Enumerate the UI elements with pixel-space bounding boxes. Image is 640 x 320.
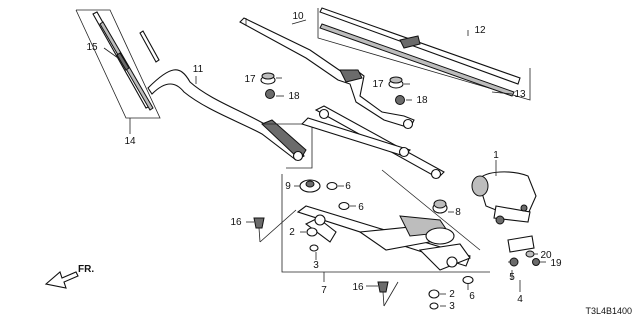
linkage-box <box>281 174 490 273</box>
wiper-blade-rubber-passenger <box>319 23 515 97</box>
callout-13: 13 <box>514 89 526 100</box>
callout-15: 15 <box>86 42 98 53</box>
wiper-blade-passenger <box>319 7 521 85</box>
callout-3-left: 3 <box>313 260 319 271</box>
front-direction-indicator: FR. <box>44 264 94 289</box>
collar-3-left <box>309 244 319 252</box>
front-arrow-icon <box>44 271 79 289</box>
collar-3-bottom <box>429 302 439 310</box>
wiper-arm-driver <box>147 69 307 162</box>
callout-6-mid: 6 <box>358 202 364 213</box>
blade-assembly-box-passenger <box>317 8 531 101</box>
front-label: FR. <box>78 264 94 275</box>
pivot-cap-17-left <box>260 72 276 85</box>
blade-end-piece <box>139 30 160 63</box>
grommet-6-lower <box>462 275 474 285</box>
callout-1: 1 <box>493 150 499 161</box>
wiper-arm-hinge-passenger <box>339 69 363 83</box>
callout-11: 11 <box>193 64 204 75</box>
callout-20: 20 <box>540 250 552 261</box>
callout-17-left: 17 <box>244 74 256 85</box>
link-rod-upper <box>300 105 445 180</box>
callout-18-right: 18 <box>416 95 428 106</box>
blade-clip-passenger <box>399 35 421 49</box>
callout-18-left: 18 <box>288 91 300 102</box>
blade-assembly-driver <box>75 9 161 119</box>
callout-7: 7 <box>321 285 327 296</box>
wiper-motor-1 <box>471 171 537 225</box>
callout-2-left: 2 <box>289 227 295 238</box>
callout-labels: 1 2 2 3 3 4 5 6 6 6 7 8 9 10 11 12 13 14… <box>86 11 562 312</box>
pivot-nut-18-left <box>265 89 275 99</box>
bushing-6-mid <box>338 201 350 211</box>
pivot-seal-9 <box>299 179 321 193</box>
wiper-arm-pivot-driver <box>292 150 304 162</box>
callout-19: 19 <box>550 258 562 269</box>
linkage-frame-7 <box>296 205 471 271</box>
callout-6-bottom: 6 <box>469 291 475 302</box>
callout-9: 9 <box>285 181 291 192</box>
wiper-arm-hinge-driver <box>261 119 307 161</box>
motor-bracket <box>507 235 540 267</box>
callout-17-right: 17 <box>372 79 384 90</box>
callout-12: 12 <box>474 25 486 36</box>
blade-assembly-passenger <box>317 7 531 101</box>
blade-clip-driver <box>116 52 130 71</box>
callout-5: 5 <box>509 272 515 283</box>
callout-8: 8 <box>455 207 461 218</box>
pivot-nut-18-right <box>395 95 405 105</box>
callout-3-bottom: 3 <box>449 301 455 312</box>
bushing-6-top <box>326 181 338 191</box>
leader-lines <box>103 18 546 307</box>
callout-14: 14 <box>124 136 136 147</box>
bushing-2-bottom <box>428 289 440 299</box>
linkage-box-diag <box>381 169 481 251</box>
callout-2-bottom: 2 <box>449 289 455 300</box>
callout-10: 10 <box>292 11 304 22</box>
bushing-2-left <box>306 227 318 237</box>
callout-6-top: 6 <box>345 181 351 192</box>
wiper-arm-passenger <box>239 17 415 130</box>
callout-4: 4 <box>517 294 523 305</box>
diagram-code: T3L4B1400 <box>585 306 632 316</box>
grommet-8 <box>432 199 448 214</box>
callout-16-bottom: 16 <box>352 282 364 293</box>
callout-16-left: 16 <box>230 217 242 228</box>
blade-assembly-box <box>75 9 161 119</box>
bolt-16-bottom <box>377 281 389 307</box>
pivot-cap-17-right <box>388 76 404 89</box>
wiper-arm-pivot-passenger <box>402 118 414 130</box>
bolt-16-left <box>253 217 265 243</box>
arm-box-driver <box>262 123 313 169</box>
